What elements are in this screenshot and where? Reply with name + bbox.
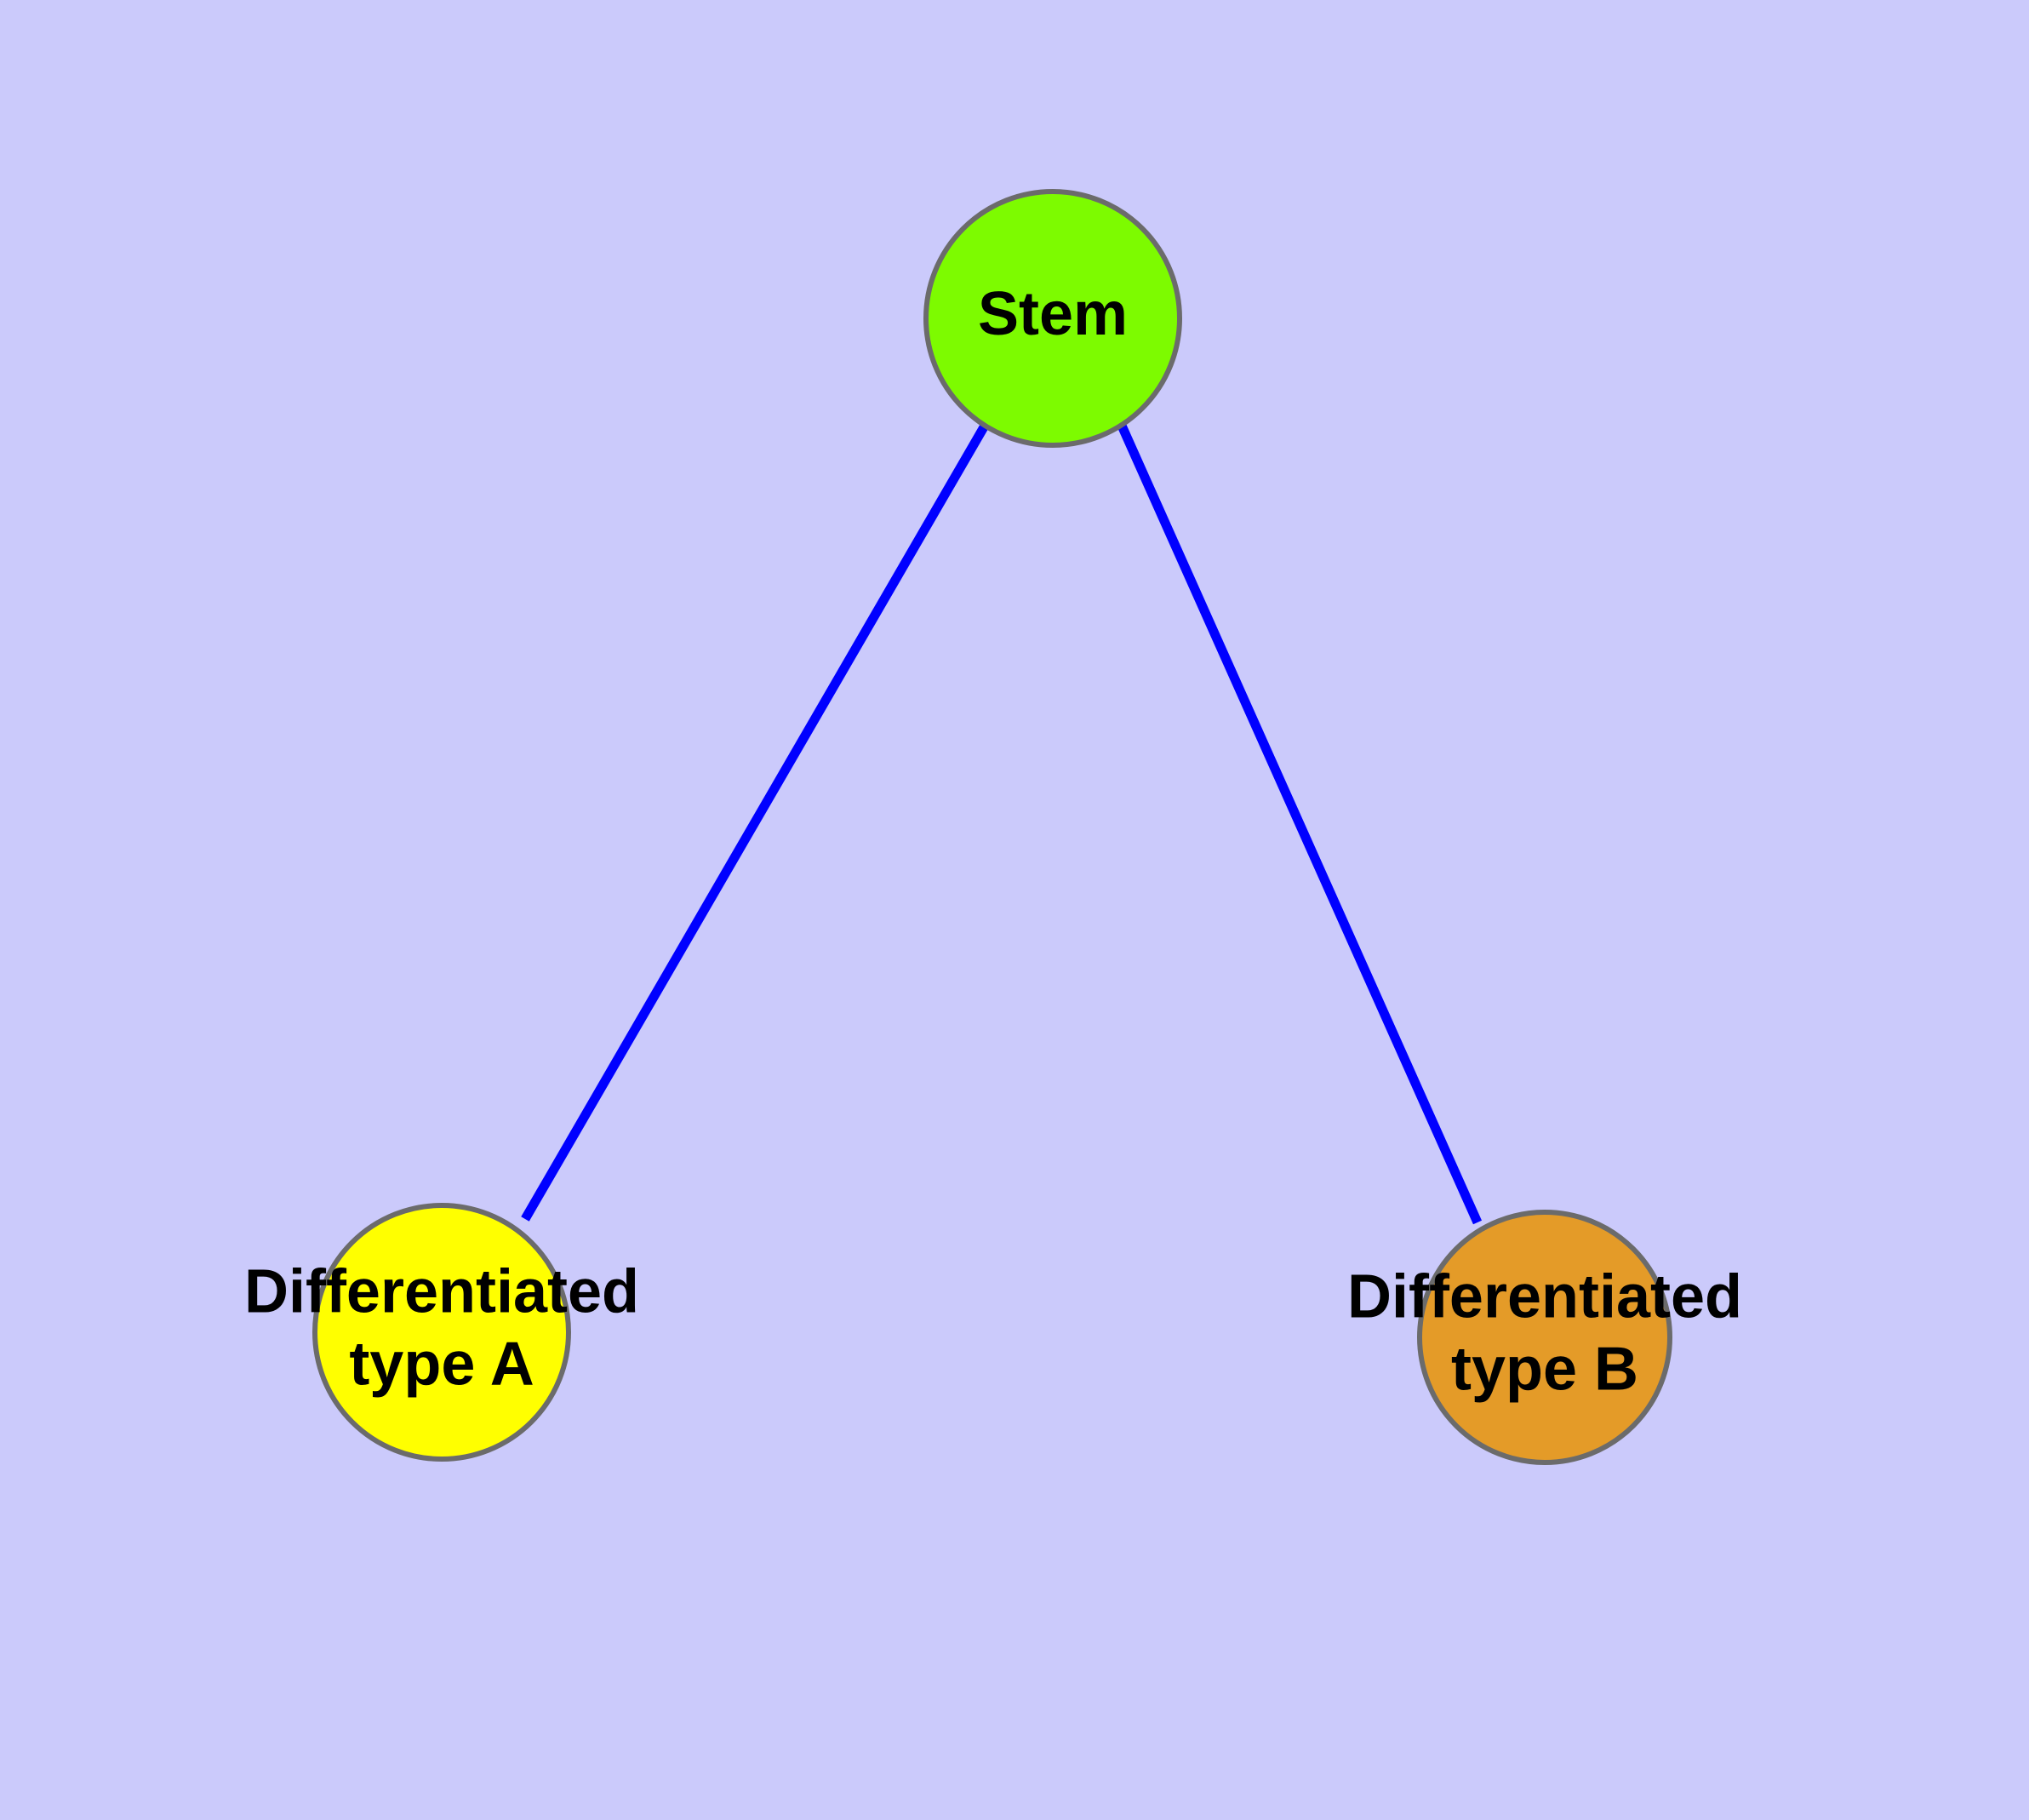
edge-layer — [521, 423, 1483, 1225]
node-label-diff_b-line2: type B — [1451, 1335, 1638, 1403]
node-circle-diff_a[interactable] — [312, 1203, 571, 1462]
node-circle-diff_b[interactable] — [1417, 1210, 1672, 1465]
graph-edge-stem-diff_a[interactable] — [521, 423, 989, 1222]
graph-edge-stem-diff_b[interactable] — [1117, 423, 1483, 1225]
node-label-diff_a-line1: Differentiated — [244, 1258, 639, 1326]
node-label-stem: Stem — [978, 280, 1128, 348]
node-label-diff_b-line1: Differentiated — [1347, 1263, 1742, 1331]
graph-node-stem[interactable]: Stem — [923, 189, 1182, 448]
node-label-diff_a-line2: type A — [349, 1330, 534, 1398]
node-circle-stem[interactable] — [923, 189, 1182, 448]
